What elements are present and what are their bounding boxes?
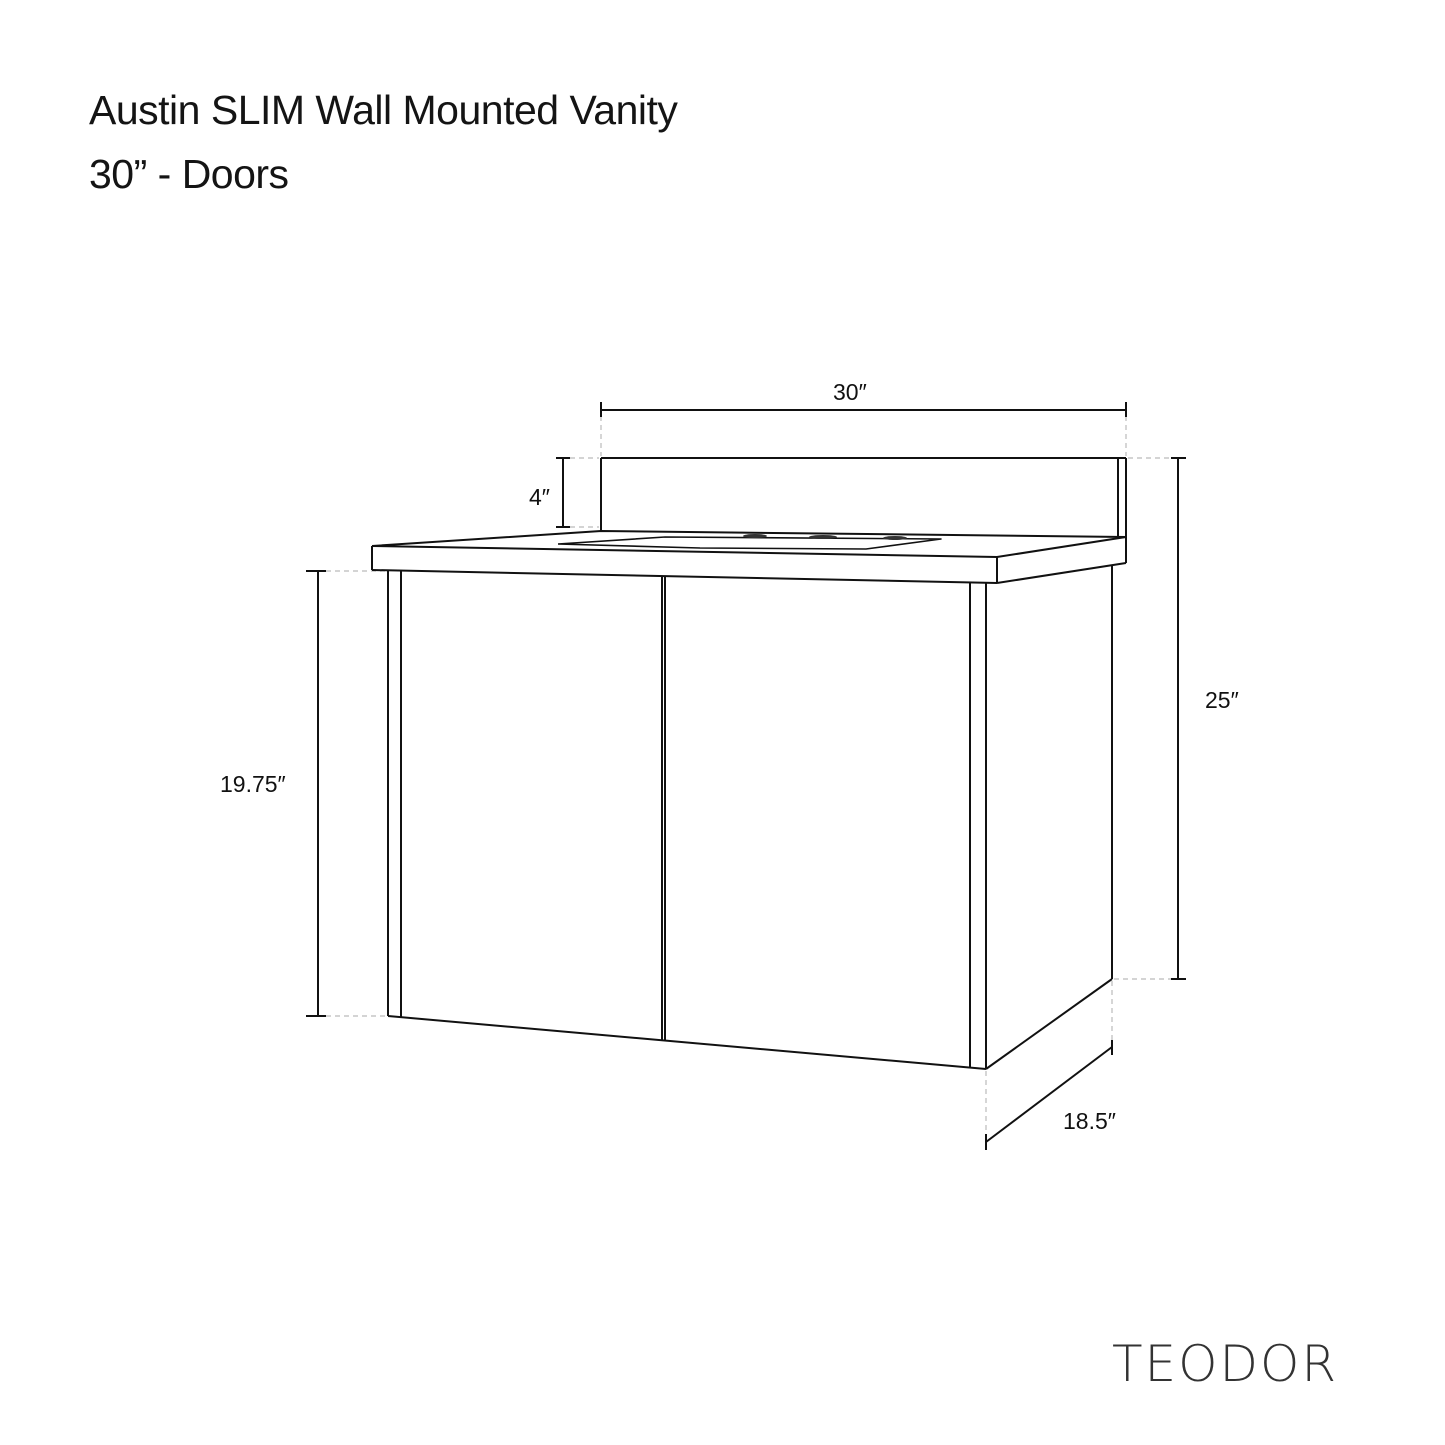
cabinet-height-dimension-label: 19.75″	[220, 771, 286, 797]
depth-dimension-line	[985, 1040, 1113, 1150]
page-title: Austin SLIM Wall Mounted Vanity	[89, 87, 678, 133]
width-dimension-label: 30″	[833, 379, 867, 405]
width-dimension-line	[600, 402, 1127, 417]
backsplash-dimension-line	[556, 457, 570, 528]
cabinet	[387, 565, 1113, 1070]
extension-guides	[326, 416, 1172, 1140]
faucet-holes	[743, 534, 907, 540]
vanity-outline	[371, 457, 1127, 1070]
countertop	[371, 530, 1127, 584]
overall-height-dimension-line	[1171, 457, 1186, 980]
depth-dimension-label: 18.5″	[1063, 1108, 1116, 1134]
overall-height-dimension-label: 25″	[1205, 687, 1239, 713]
sink-outline	[557, 536, 942, 550]
cabinet-height-dimension-line	[306, 570, 326, 1017]
backsplash	[600, 457, 1127, 563]
backsplash-dimension-label: 4″	[529, 484, 550, 510]
brand-logo: TEODOR	[1112, 1335, 1339, 1393]
dimension-lines	[306, 402, 1186, 1150]
page-subtitle: 30” - Doors	[89, 151, 289, 197]
